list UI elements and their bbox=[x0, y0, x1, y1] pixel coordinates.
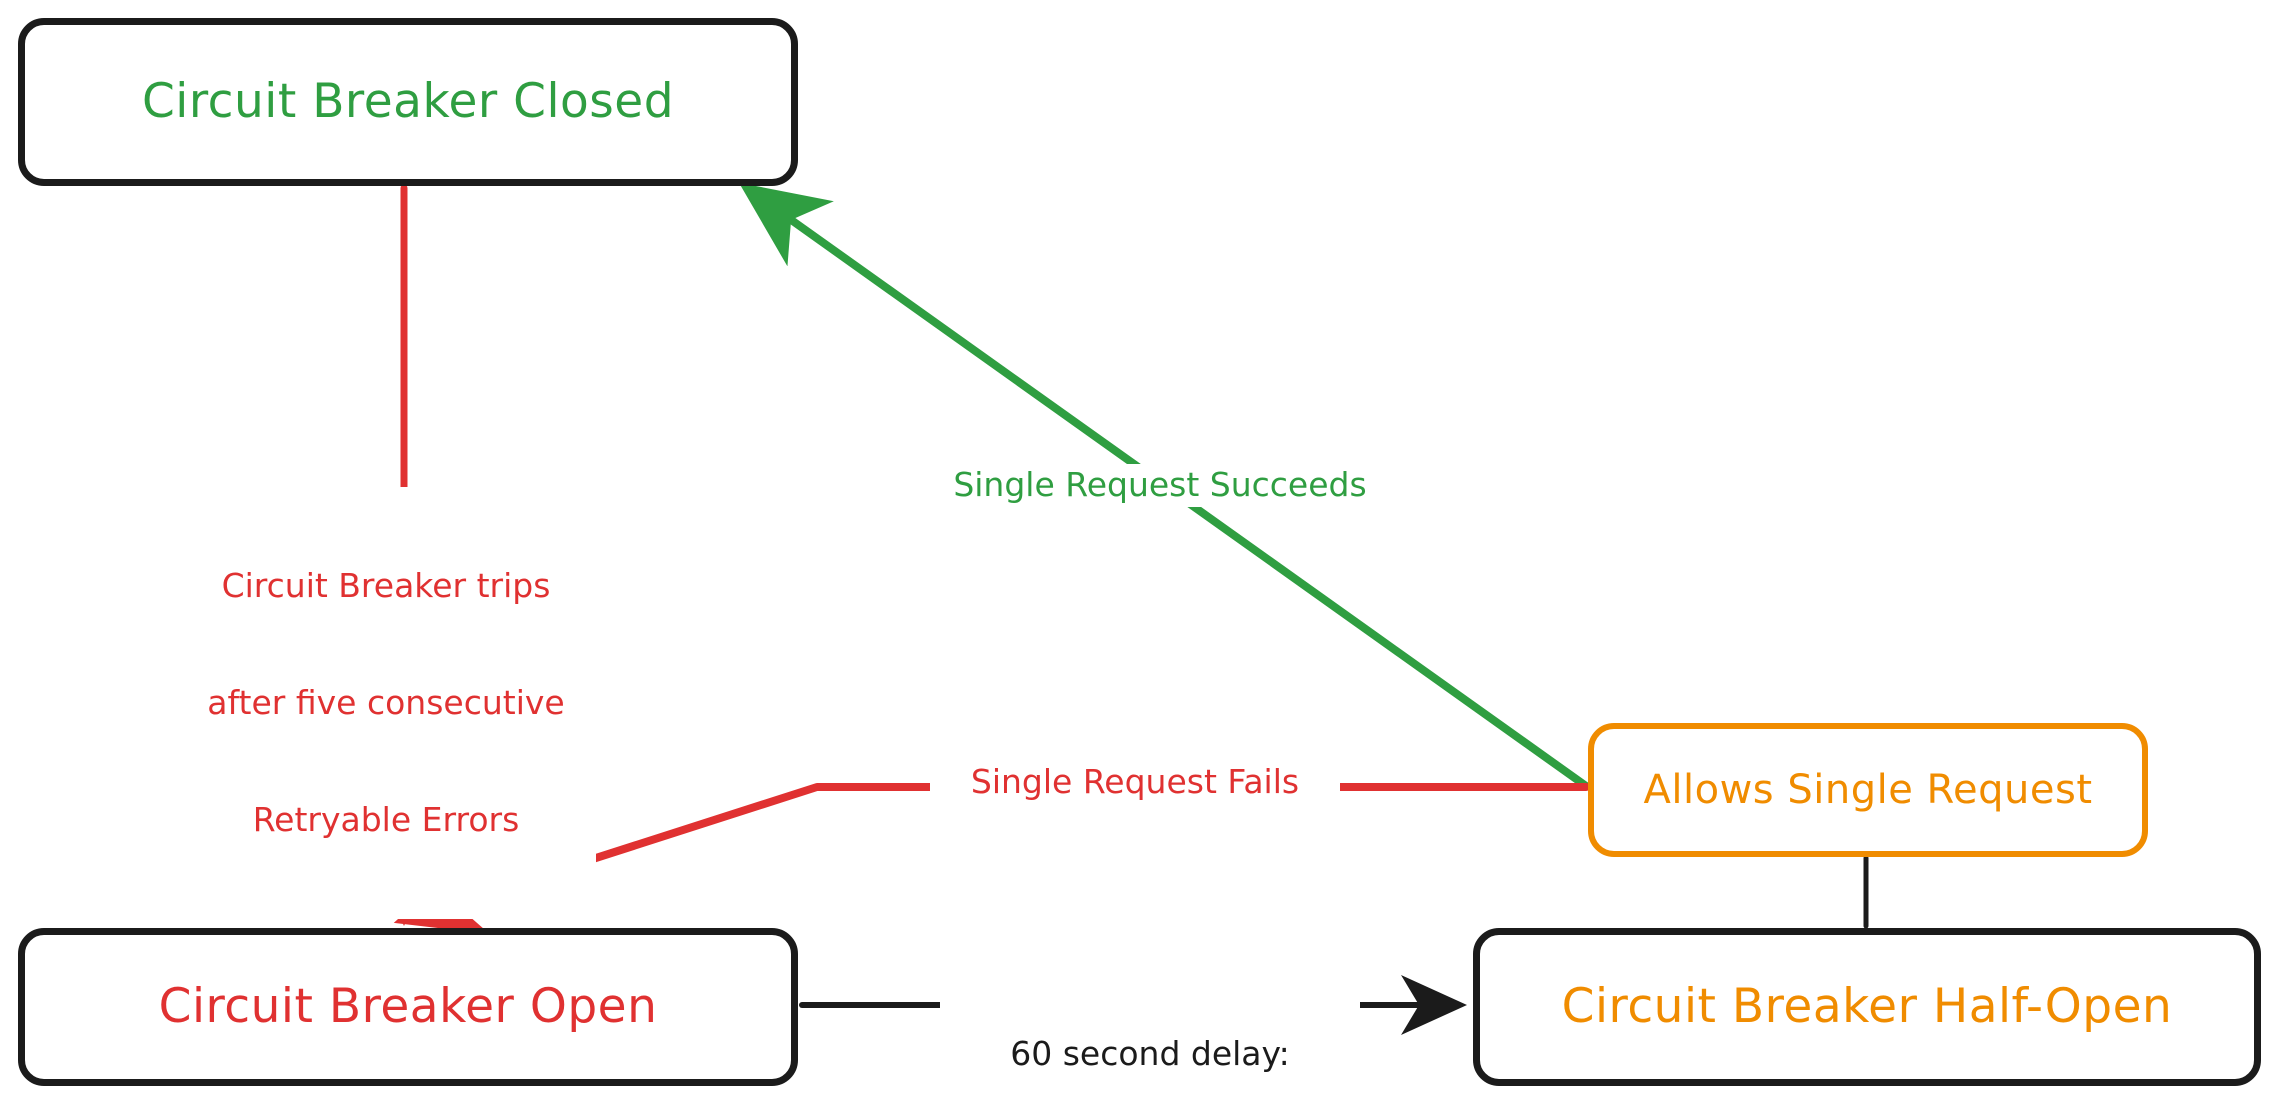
node-circuit-breaker-half-open[interactable]: Circuit Breaker Half-Open bbox=[1473, 928, 2261, 1086]
node-circuit-breaker-closed[interactable]: Circuit Breaker Closed bbox=[18, 18, 798, 186]
node-label-allows-single-request: Allows Single Request bbox=[1643, 767, 2093, 813]
edge-label-open-to-half-open: 60 second delay: No requests allowed bbox=[940, 955, 1360, 1107]
edge-label-closed-to-open: Circuit Breaker trips after five consecu… bbox=[176, 487, 596, 920]
node-label-circuit-breaker-open: Circuit Breaker Open bbox=[158, 978, 658, 1034]
node-label-circuit-breaker-half-open: Circuit Breaker Half-Open bbox=[1561, 978, 2173, 1034]
edge-label-allows-to-closed: Single Request Succeeds bbox=[910, 464, 1410, 507]
node-label-circuit-breaker-closed: Circuit Breaker Closed bbox=[141, 73, 675, 129]
node-allows-single-request[interactable]: Allows Single Request bbox=[1588, 723, 2148, 857]
edge-label-allows-to-open: Single Request Fails bbox=[930, 761, 1340, 804]
edge-label-line-2: after five consecutive bbox=[207, 682, 565, 722]
edge-label-line-3: Retryable Errors bbox=[252, 799, 520, 839]
node-circuit-breaker-open[interactable]: Circuit Breaker Open bbox=[18, 928, 798, 1086]
edge-label-line-1: Circuit Breaker trips bbox=[221, 565, 551, 605]
edge-label-line-1: 60 second delay: bbox=[1010, 1033, 1290, 1073]
